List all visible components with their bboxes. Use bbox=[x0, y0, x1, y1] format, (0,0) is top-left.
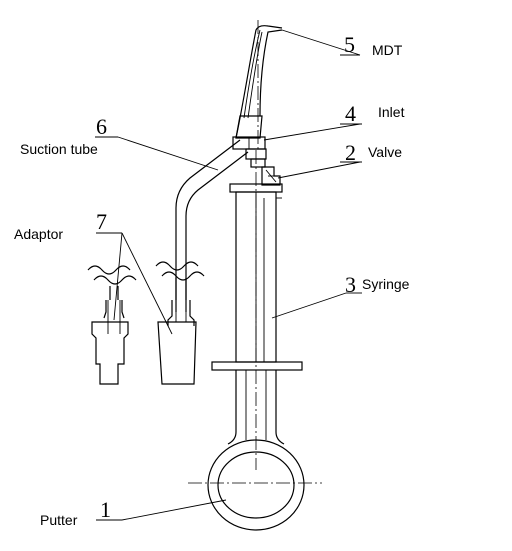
adaptor-left-part bbox=[91, 286, 129, 385]
label-adaptor-text: Adaptor bbox=[14, 226, 63, 242]
leader-lines bbox=[95, 29, 362, 521]
tube-break-mark-right-2 bbox=[161, 271, 205, 281]
label-suction-tube-number: 6 bbox=[96, 114, 107, 139]
label-syringe-text: Syringe bbox=[362, 276, 410, 292]
valve-part bbox=[261, 166, 281, 186]
tube-break-mark-left-2 bbox=[93, 275, 137, 285]
label-valve-number: 2 bbox=[345, 140, 356, 165]
adaptor-right-part bbox=[157, 278, 197, 385]
label-syringe-number: 3 bbox=[345, 272, 356, 297]
label-adaptor-number: 7 bbox=[96, 209, 107, 234]
label-valve-text: Valve bbox=[368, 144, 402, 160]
putter-part bbox=[207, 370, 305, 531]
label-putter: 1 Putter bbox=[40, 497, 111, 528]
tube-break-mark-left bbox=[87, 265, 131, 275]
label-valve: 2 Valve bbox=[345, 140, 402, 165]
suction-tube-part bbox=[175, 139, 249, 312]
label-mdt-text: MDT bbox=[372, 42, 403, 58]
label-suction-tube-text: Suction tube bbox=[20, 141, 98, 157]
label-adaptor: 7 Adaptor bbox=[14, 209, 107, 242]
syringe-part bbox=[211, 183, 303, 371]
label-mdt-number: 5 bbox=[344, 32, 355, 57]
label-mdt: 5 MDT bbox=[344, 32, 403, 58]
label-syringe: 3 Syringe bbox=[345, 272, 410, 297]
label-putter-text: Putter bbox=[40, 512, 78, 528]
label-inlet-text: Inlet bbox=[378, 104, 405, 120]
mdt-part bbox=[235, 25, 283, 139]
label-putter-number: 1 bbox=[100, 497, 111, 522]
label-suction-tube: 6 Suction tube bbox=[20, 114, 107, 157]
tube-break-mark-right bbox=[155, 261, 199, 271]
label-inlet-number: 4 bbox=[345, 101, 356, 126]
label-inlet: 4 Inlet bbox=[345, 101, 405, 126]
